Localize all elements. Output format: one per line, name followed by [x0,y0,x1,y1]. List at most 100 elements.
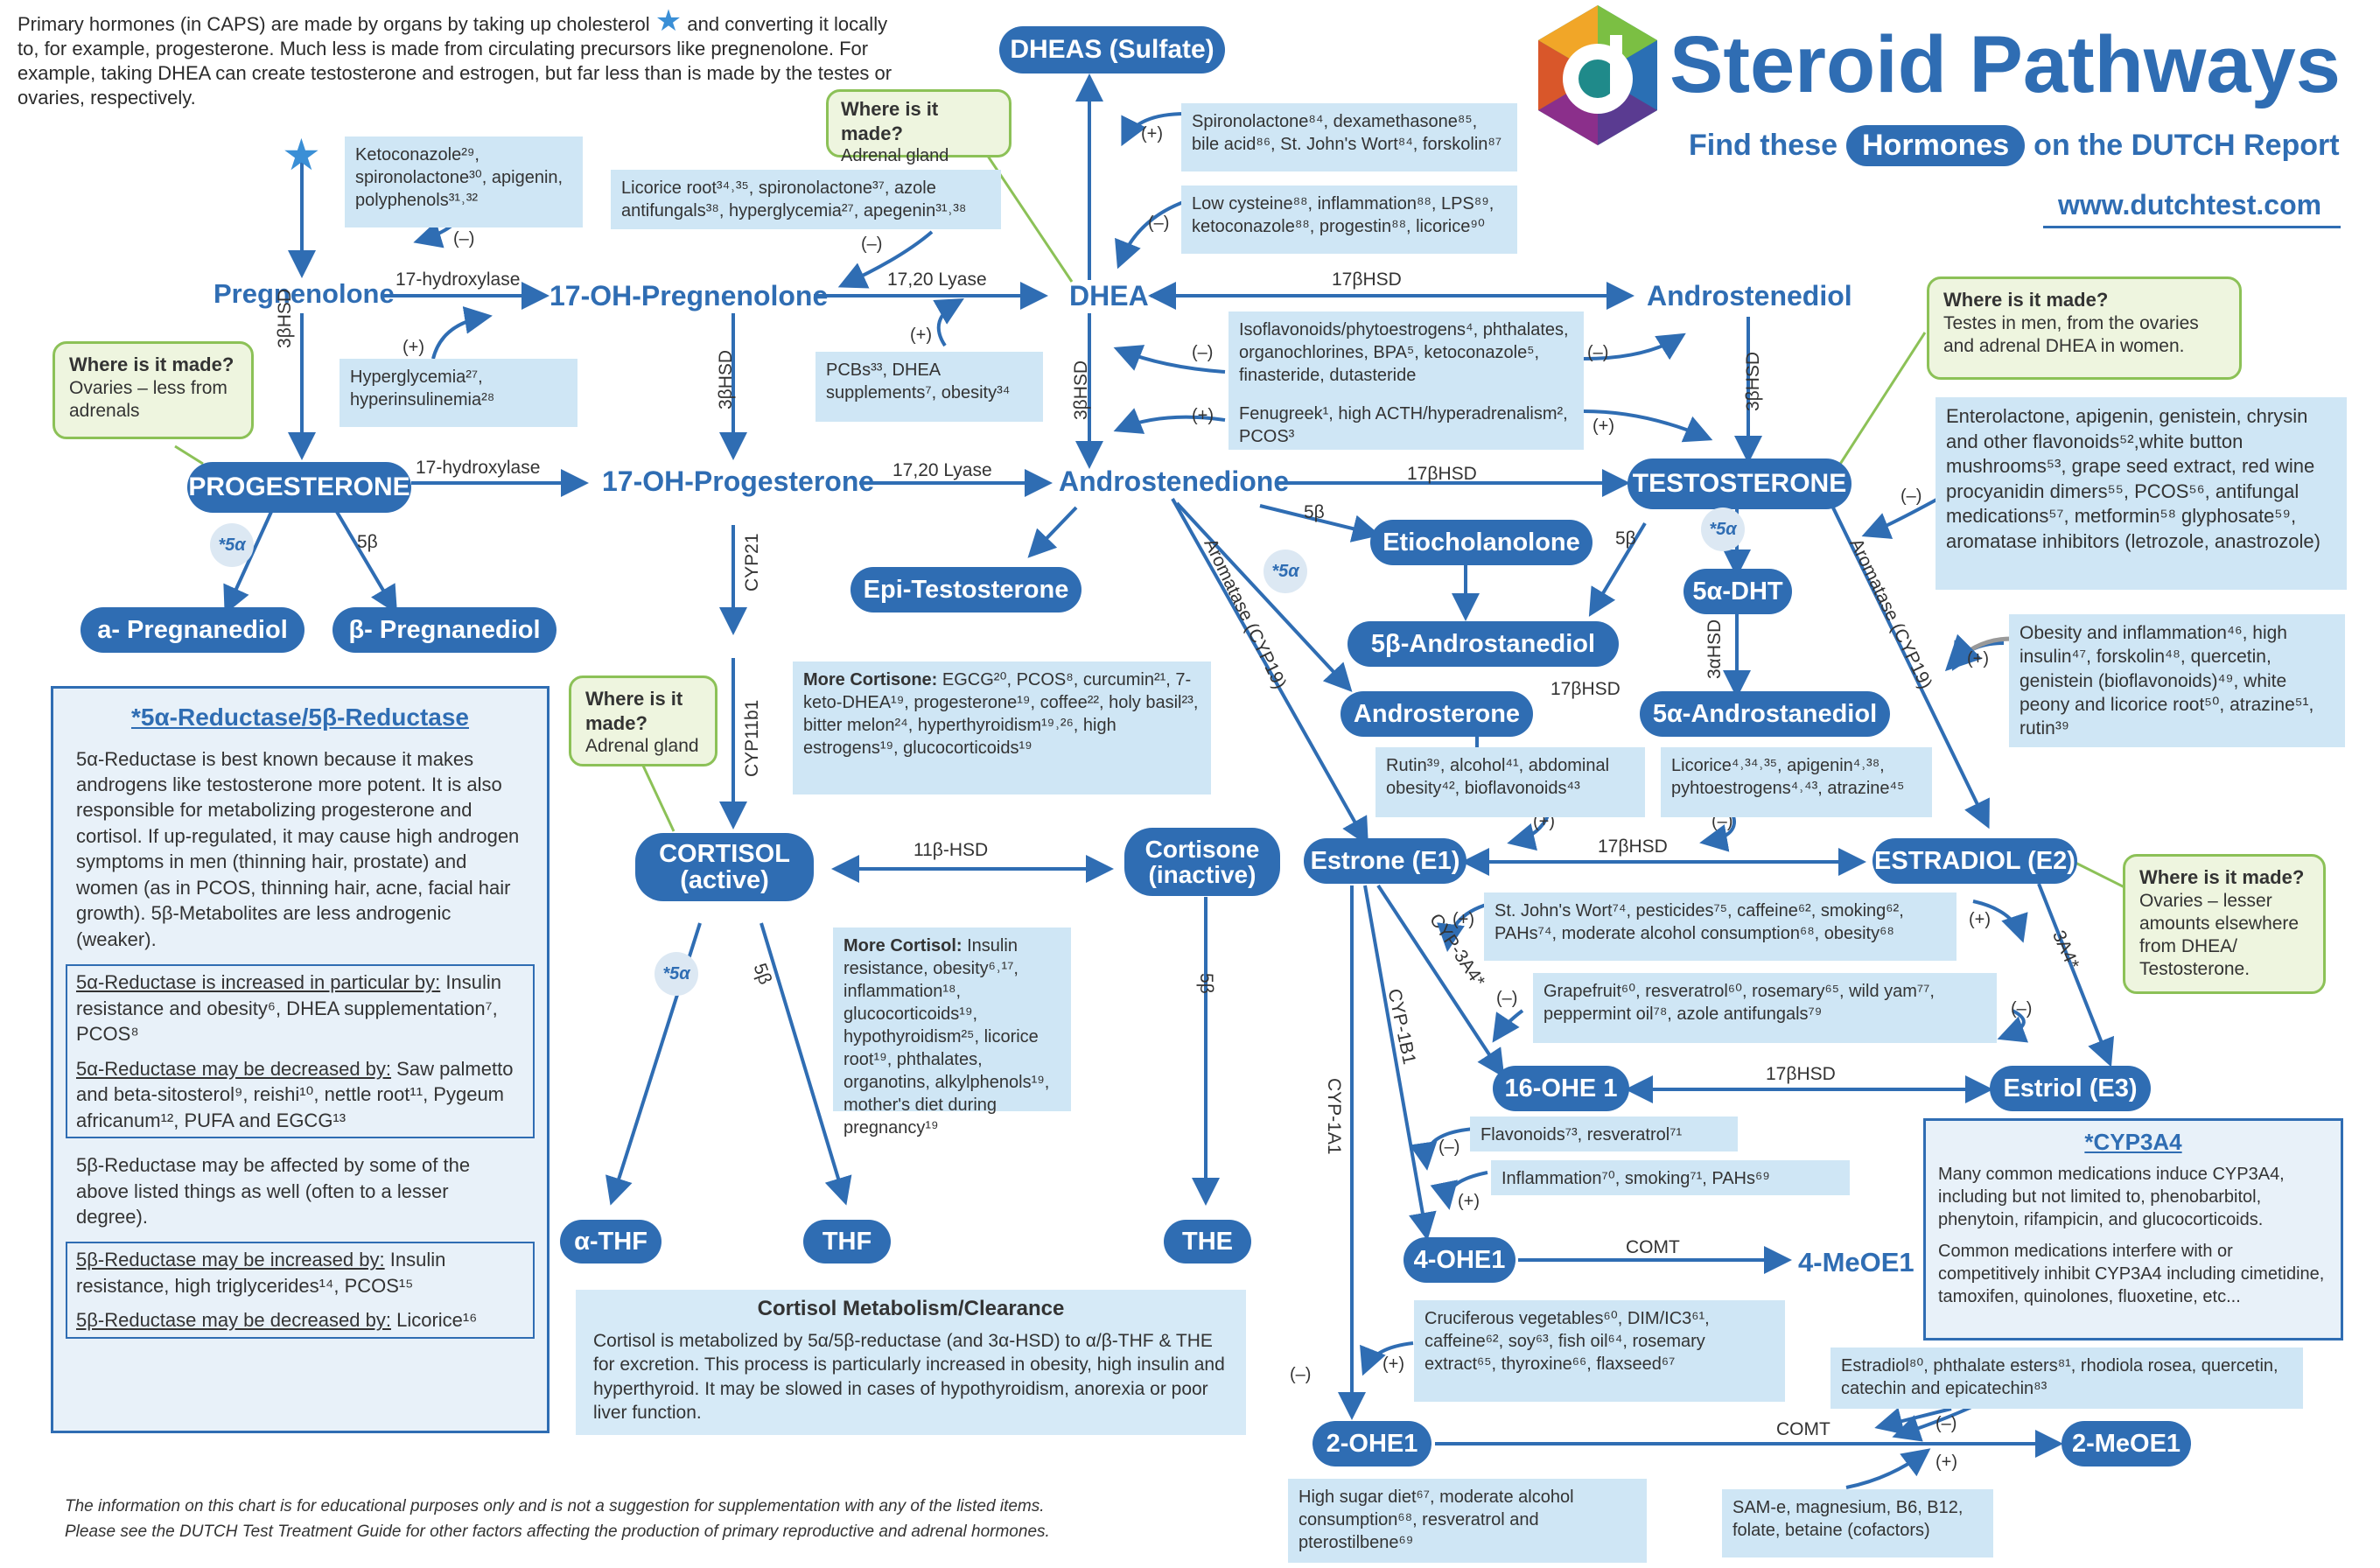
reductase-b-panel: 5β-Reductase may be increased by: Insuli… [66,1242,535,1339]
sign-plus-9: (+) [1969,910,1991,929]
sign-minus-12: (–) [1936,1414,1957,1433]
disclaimer: The information on this chart is for edu… [65,1494,1050,1544]
subtitle-row: Find these Hormones on the DUTCH Report [1689,125,2340,166]
enzyme-lyase-1: 17,20 Lyase [887,270,987,290]
enzyme-aromatase-2: Aromatase (CYP19) [1845,536,1936,692]
a-decrease-heading: 5α-Reductase may be decreased by: [76,1057,392,1080]
cortisone-node: Cortisone (inactive) [1124,828,1280,896]
sign-minus-5: (–) [1587,343,1609,362]
epi-testosterone-node: Epi-Testosterone [850,567,1082,612]
page-title: Steroid Pathways [1670,20,2341,109]
where-made-testosterone: Where is it made? Testes in men, from th… [1927,276,2242,380]
b-increase-text: Insulin resistance, high triglycerides¹⁴… [76,1249,446,1297]
where-made-progesterone-body: Ovaries – less from adrenals [69,377,228,421]
cortisone-sublabel: (inactive) [1148,861,1256,888]
cortisol-clearance-box: Cortisol Metabolism/Clearance Cortisol i… [576,1290,1246,1435]
16-ohe1-node: 16-OHE 1 [1493,1066,1629,1111]
where-made-dheas-body: Adrenal gland [841,146,949,165]
sign-minus-6: (–) [1900,486,1922,506]
enzyme-17bhsd-andro: 17βHSD [1550,679,1620,699]
enzyme-17bhsd-mid: 17βHSD [1407,464,1477,484]
hormones-badge: Hormones [1846,125,2026,166]
info-enterolactone: Enterolactone, apigenin, genistein, chry… [1936,397,2347,590]
cyp3a4-induce: Many common medications induce CYP3A4, i… [1938,1164,2285,1229]
sign-minus-10: (–) [1438,1138,1460,1157]
info-ketoconazole: Ketoconazole²⁹, spironolactone³⁰, apigen… [345,136,583,228]
enzyme-5b-2: 5β [1304,502,1325,522]
info-cruciferous: Cruciferous vegetables⁶⁰, DIM/IC3⁶¹, caf… [1414,1300,1785,1402]
4-ohe1-node: 4-OHE1 [1404,1237,1516,1283]
info-obesity: Obesity and inflammation⁴⁶, high insulin… [2009,614,2345,747]
enzyme-3bhsd-3: 3βHSD [1071,360,1091,420]
cortisol-clearance-title: Cortisol Metabolism/Clearance [757,1297,1065,1320]
b-pregnanediol-node: β- Pregnanediol [332,607,556,653]
sign-plus-6: (+) [1967,649,1989,668]
sign-minus-4: (–) [1192,343,1214,362]
sign-plus-1: (+) [402,338,424,357]
progesterone-node: PROGESTERONE [187,462,411,513]
enzyme-cyp11b1: CYP11b1 [742,699,762,777]
a-increase-text: Insulin resistance and obesity⁶, DHEA su… [76,971,501,1046]
more-cortisol-heading: More Cortisol: [844,936,962,956]
info-more-cortisone: More Cortisone: EGCG²⁰, PCOS⁸, curcumin²… [793,662,1211,794]
5a-tag-androstenedione: *5α [1264,550,1307,593]
more-cortisol-list: Insulin resistance, obesity⁶˒¹⁷, inflamm… [844,936,1050,1138]
cortisol-node: CORTISOL (active) [635,833,814,901]
reductase-a-panel: 5α-Reductase is increased in particular … [66,964,535,1139]
enzyme-comt-2: COMT [1776,1419,1830,1439]
info-same: SAM-e, magnesium, B6, B12, folate, betai… [1722,1489,1993,1558]
enzyme-lyase-2: 17,20 Lyase [892,460,992,480]
where-made-estradiol-body: Ovaries – lesser amounts elsewhere from … [2139,890,2300,980]
sign-minus-11: (–) [1290,1365,1312,1384]
info-isoflavonoids: Isoflavonoids/phytoestrogens⁴, phthalate… [1228,312,1584,402]
where-made-testosterone-body: Testes in men, from the ovaries and adre… [1943,312,2199,356]
where-made-testosterone-title: Where is it made? [1943,289,2109,311]
reductase-box: *5α-Reductase/5β-Reductase 5α-Reductase … [51,686,550,1433]
enzyme-17bhsd-ohe: 17βHSD [1766,1064,1836,1084]
17-oh-progesterone-node: 17-OH-Progesterone [602,466,875,497]
thf-node: THF [803,1220,891,1264]
cortisol-sublabel: (active) [680,866,769,894]
info-inflammation: Inflammation⁷⁰, smoking⁷¹, PAHs⁶⁹ [1491,1160,1850,1195]
a-thf-node: α-THF [560,1220,662,1264]
5a-androstanediol-node: 5α-Androstanediol [1640,691,1890,737]
the-node: THE [1164,1220,1251,1264]
website-link[interactable]: www.dutchtest.com [2058,189,2322,220]
a-decrease-text: Saw palmetto and beta-sitosterol⁹, reish… [76,1057,514,1131]
cyp3a4-inhibit: Common medications interfere with or com… [1938,1241,2325,1306]
info-estradiol-esters: Estradiol⁸⁰, phthalate esters⁸¹, rhodiol… [1830,1348,2303,1409]
enzyme-17bhsd-estro: 17βHSD [1598,836,1668,857]
info-low-cysteine: Low cysteine⁸⁸, inflammation⁸⁸, LPS⁸⁹, k… [1181,186,1517,254]
enzyme-5b-5: 5β [1196,973,1216,994]
header-divider [2043,226,2341,228]
androstenediol-node: Androstenediol [1647,280,1852,312]
sign-plus-10: (+) [1458,1192,1480,1211]
info-pcbs: PCBs³³, DHEA supplements⁷, obesity³⁴ [816,352,1043,422]
info-flavonoids: Flavonoids⁷³, resveratrol⁷¹ [1470,1116,1738,1152]
androstenedione-node: Androstenedione [1059,466,1290,497]
where-made-estradiol-title: Where is it made? [2139,866,2305,888]
where-made-cortisol-body: Adrenal gland [585,736,699,756]
info-fenugreek: Fenugreek¹, high ACTH/hyperadrenalism², … [1228,396,1584,450]
sign-plus-2: (+) [910,326,932,345]
info-licorice-2: Licorice⁴˒³⁴˒³⁵, apigenin⁴˒³⁸, pyhtoestr… [1661,747,1932,817]
where-made-progesterone: Where is it made? Ovaries – less from ad… [52,341,254,439]
sign-plus-5: (+) [1592,416,1614,436]
enzyme-cyp1b1: CYP-1B1 [1383,987,1420,1067]
reductase-intro: 5α-Reductase is best known because it ma… [76,747,520,950]
pregnenolone-node: Pregnenolone [214,278,395,309]
sign-minus-3: (–) [1148,214,1170,233]
cortisol-label: CORTISOL [659,839,790,868]
dheas-node: DHEAS (Sulfate) [999,26,1225,74]
sign-minus-2: (–) [861,234,883,254]
5a-dht-node: 5α-DHT [1684,569,1792,614]
4-meoe1-node: 4-MeOE1 [1798,1247,1914,1278]
sign-plus-12: (+) [1936,1452,1957,1472]
where-made-progesterone-title: Where is it made? [69,354,234,375]
where-made-dheas-title: Where is it made? [841,98,939,144]
cholesterol-star-icon: ★ [282,130,321,179]
more-cortisone-heading: More Cortisone: [803,670,938,690]
enzyme-17bhsd-top: 17βHSD [1332,270,1402,290]
where-made-cortisol-title: Where is it made? [585,688,683,734]
a-pregnanediol-node: a- Pregnanediol [80,607,304,653]
